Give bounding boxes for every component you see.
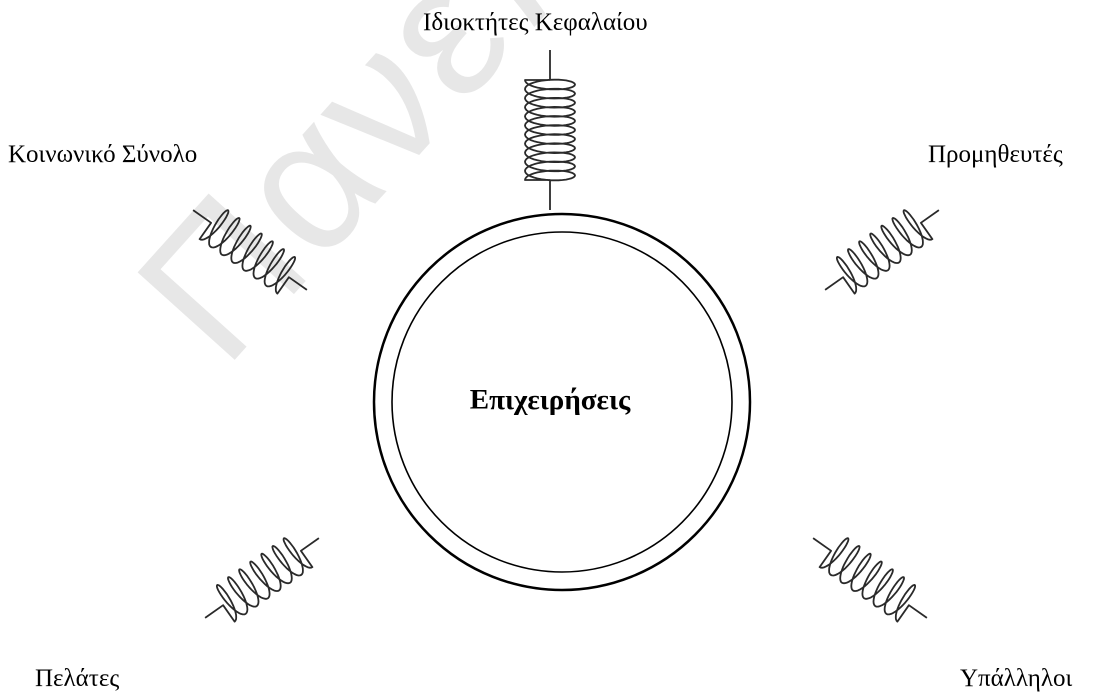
stakeholder-label-capital-owners: Ιδιοκτήτες Κεφαλαίου xyxy=(423,9,648,36)
stakeholder-label-employees: Υπάλληλοι xyxy=(960,665,1073,692)
company-outer-ring xyxy=(372,212,752,592)
stakeholder-label-suppliers: Προμηθευτές xyxy=(928,141,1063,168)
springs-group xyxy=(192,50,940,623)
company-circle xyxy=(372,212,752,592)
stakeholder-label-society: Κοινωνικό Σύνολο xyxy=(8,141,198,168)
company-inner-ring xyxy=(391,231,733,573)
spring-top xyxy=(524,50,576,210)
spring-bottom-left xyxy=(204,537,320,623)
spring-left xyxy=(192,209,308,295)
company-label: Επιχειρήσεις xyxy=(469,384,631,416)
stakeholder-label-customers: Πελάτες xyxy=(35,665,120,692)
spring-right xyxy=(824,209,940,295)
spring-bottom-right xyxy=(812,537,928,623)
